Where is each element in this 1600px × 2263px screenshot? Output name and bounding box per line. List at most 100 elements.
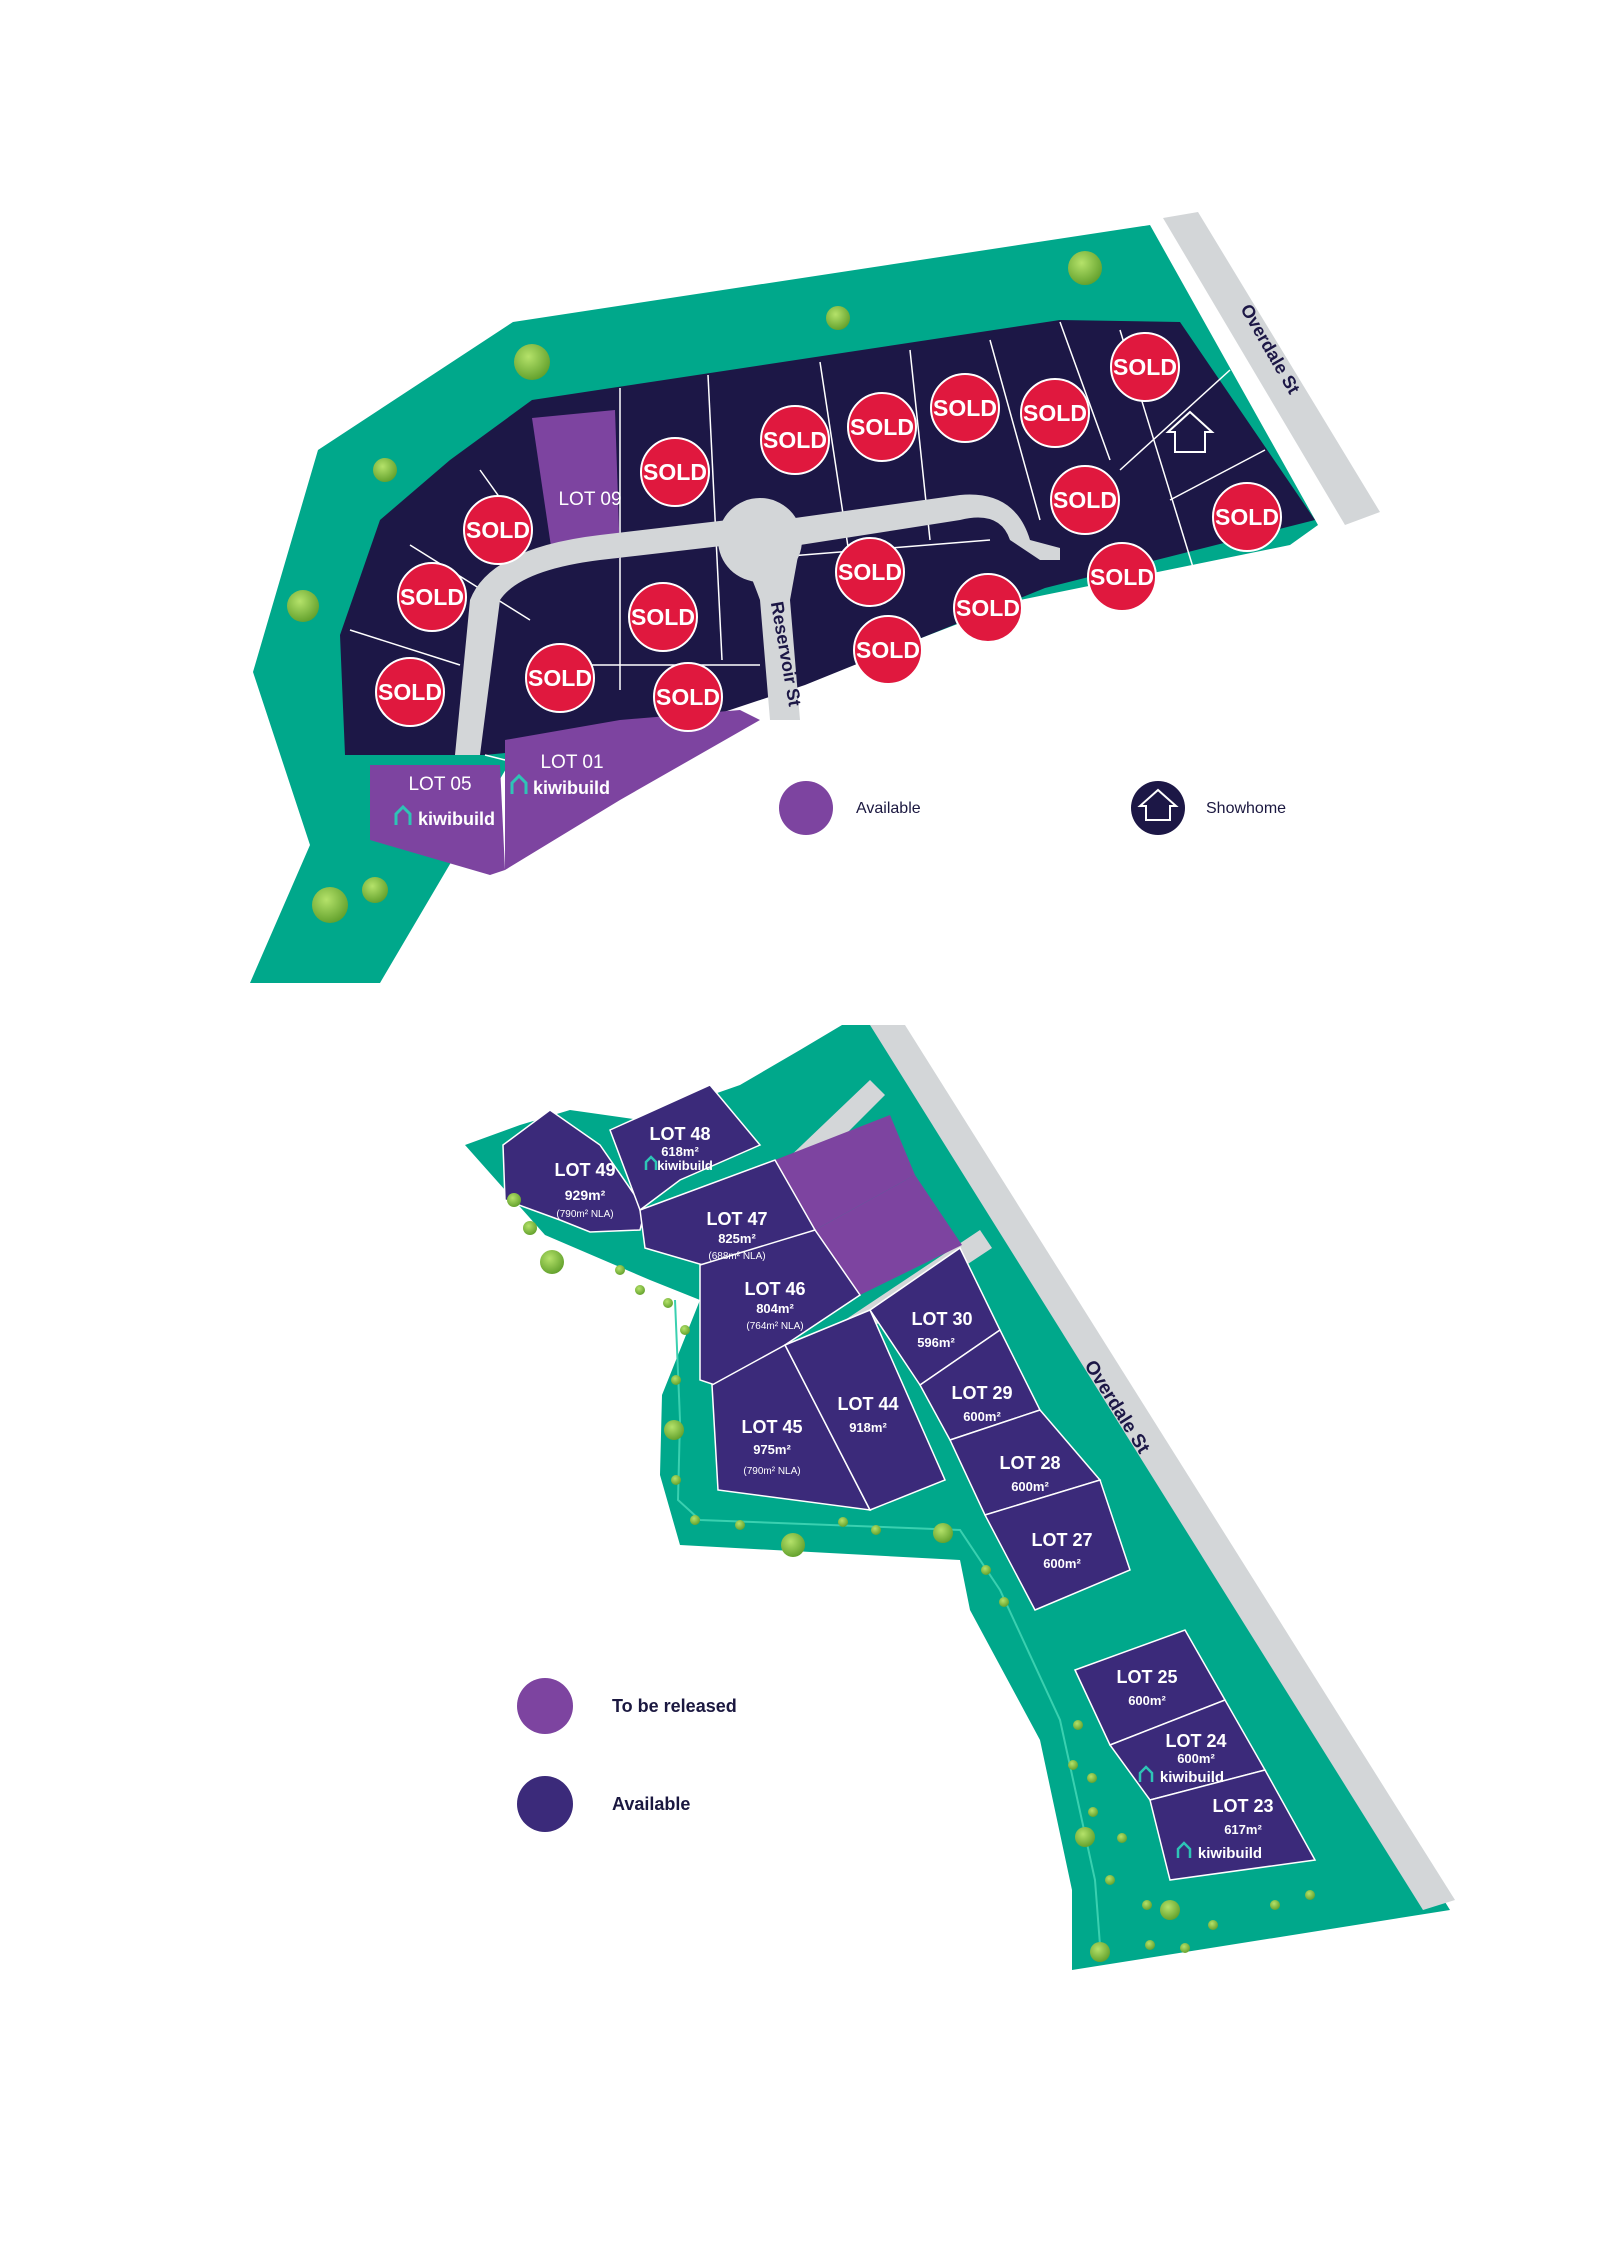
sold-markers (375, 332, 1282, 732)
lot-49-shape[interactable] (502, 1109, 646, 1233)
sold-marker (653, 662, 723, 732)
lot-05-label: LOT 05 (408, 774, 471, 795)
tree-icon (635, 1285, 645, 1295)
tbr-lot-shape[interactable] (815, 1175, 962, 1295)
lot-47-area: 825m² (718, 1231, 756, 1246)
tree-icon (1145, 1940, 1155, 1950)
showhome-icon (1137, 788, 1179, 821)
sold-marker (1212, 482, 1282, 552)
sold-text: SOLD (1053, 487, 1117, 513)
lot-27-area: 600m² (1043, 1556, 1081, 1571)
sold-text: SOLD (631, 604, 695, 630)
tree-icon (690, 1515, 700, 1525)
overdale-road-1 (1163, 212, 1380, 525)
legend-available-label-2: Available (612, 1794, 690, 1814)
lot-09-label: LOT 09 (558, 489, 621, 510)
legend-available-label-1: Available (856, 800, 921, 817)
lot-48-shape[interactable] (609, 1084, 762, 1212)
svg-text:kiwibuild: kiwibuild (418, 809, 495, 829)
sold-text: SOLD (1090, 564, 1154, 590)
legend-available-swatch-2 (517, 1776, 573, 1832)
sold-text: SOLD (956, 595, 1020, 621)
lot-48-area: 618m² (661, 1144, 699, 1159)
svg-text:kiwibuild: kiwibuild (533, 778, 610, 798)
lot-46-name: LOT 46 (744, 1279, 805, 1299)
trees-2 (507, 1193, 1315, 1962)
tree-icon (287, 590, 319, 622)
lot-24-name: LOT 24 (1165, 1731, 1226, 1751)
showhome-icon (1165, 410, 1215, 453)
sold-text: SOLD (466, 517, 530, 543)
tree-icon (1270, 1900, 1280, 1910)
sold-text: SOLD (1113, 354, 1177, 380)
lot-05-shape[interactable] (370, 765, 505, 875)
tree-icon (826, 306, 850, 330)
tree-icon (1142, 1900, 1152, 1910)
lot-27-shape[interactable] (983, 1479, 1131, 1611)
tree-icon (871, 1525, 881, 1535)
lot-23-name: LOT 23 (1212, 1796, 1273, 1816)
sold-text: SOLD (528, 665, 592, 691)
lot-30-name: LOT 30 (911, 1309, 972, 1329)
lot-24-area: 600m² (1177, 1751, 1215, 1766)
sold-text: SOLD (838, 559, 902, 585)
tree-icon (981, 1565, 991, 1575)
svg-text:kiwibuild: kiwibuild (657, 1158, 713, 1173)
tree-icon (373, 458, 397, 482)
tree-icon (523, 1221, 537, 1235)
tree-icon (1073, 1720, 1083, 1730)
legend-showhome-label: Showhome (1206, 800, 1286, 817)
tree-icon (514, 344, 550, 380)
sold-marker (375, 657, 445, 727)
tree-icon (933, 1523, 953, 1543)
reserve-edge-line (674, 1299, 1101, 1946)
reservoir-road (455, 494, 1060, 755)
lot-46-area: 804m² (756, 1301, 794, 1316)
lot-30-area: 596m² (917, 1335, 955, 1350)
kiwibuild-logo: kiwibuild (394, 804, 495, 829)
sold-marker (1020, 378, 1090, 448)
svg-text:kiwibuild: kiwibuild (1160, 1769, 1224, 1786)
tree-icon (781, 1533, 805, 1557)
sold-marker (628, 582, 698, 652)
lot-47-nla: (688m² NLA) (708, 1251, 765, 1262)
tbr-lot-shape[interactable] (775, 1115, 915, 1230)
sold-text: SOLD (643, 459, 707, 485)
lot-44-name: LOT 44 (837, 1394, 898, 1414)
kiwibuild-logo: kiwibuild (510, 773, 610, 798)
lot-47-name: LOT 47 (706, 1209, 767, 1229)
legend-tbr-swatch (517, 1678, 573, 1734)
tree-icon (838, 1517, 848, 1527)
tree-icon (615, 1265, 625, 1275)
lot-28-area: 600m² (1011, 1479, 1049, 1494)
legend-showhome-swatch (1131, 781, 1185, 835)
sold-marker (760, 405, 830, 475)
available-lots-2 (502, 1084, 1317, 1881)
lot-46-nla: (764m² NLA) (746, 1321, 803, 1332)
sold-marker (1110, 332, 1180, 402)
tree-icon (735, 1520, 745, 1530)
tree-icon (999, 1597, 1009, 1607)
tree-icon (1087, 1773, 1097, 1783)
lot-44-area: 918m² (849, 1420, 887, 1435)
lot-44-shape[interactable] (783, 1309, 946, 1511)
sold-text: SOLD (656, 684, 720, 710)
sold-marker (397, 562, 467, 632)
legend-available-swatch-1 (779, 781, 833, 835)
lot-45-area: 975m² (753, 1442, 791, 1457)
sold-text: SOLD (933, 395, 997, 421)
lot-09-shape[interactable] (532, 410, 620, 560)
sold-text: SOLD (856, 637, 920, 663)
tree-icon (1075, 1827, 1095, 1847)
sold-marker (463, 495, 533, 565)
map-stage-1: SOLD SOLD SOLD SOLD SOLD SOLD SOLD SOLD … (250, 212, 1380, 983)
lot-01-label: LOT 01 (540, 752, 603, 773)
sold-marker (847, 392, 917, 462)
lot-01-shape[interactable] (505, 710, 760, 870)
tree-icon (1068, 251, 1102, 285)
lot-48-name: LOT 48 (649, 1124, 710, 1144)
sold-text: SOLD (1215, 504, 1279, 530)
sold-marker (525, 643, 595, 713)
lot-27-name: LOT 27 (1031, 1530, 1092, 1550)
lot-49-nla: (790m² NLA) (556, 1209, 613, 1220)
